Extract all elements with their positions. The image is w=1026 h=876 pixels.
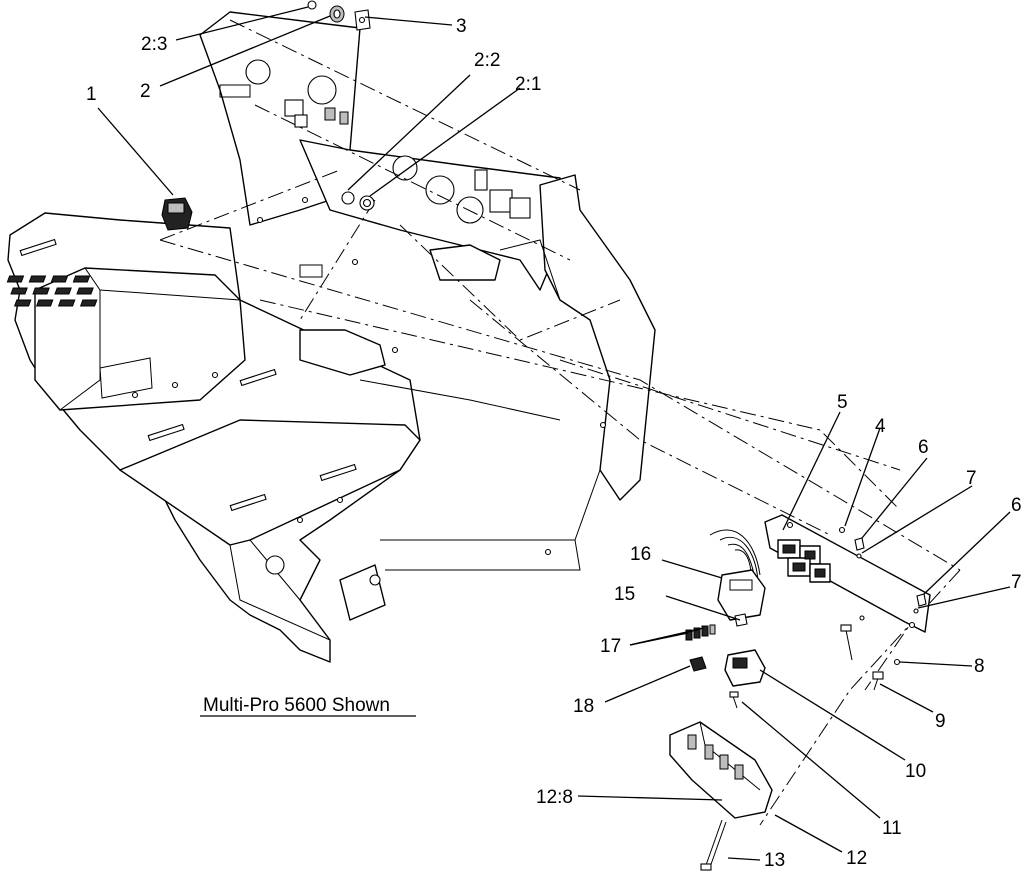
console-connector-plate	[429, 244, 501, 281]
callout-12-8: 12:8	[536, 787, 573, 808]
terminal-part-15	[734, 613, 748, 627]
washer-part-7b	[913, 608, 919, 614]
callout-4: 4	[875, 416, 886, 437]
callout-2: 2	[140, 81, 151, 102]
console-right-wing	[539, 174, 656, 501]
screw-part-6b	[916, 593, 927, 607]
console-frame	[199, 11, 656, 571]
callout-9: 9	[935, 711, 946, 732]
callout-16: 16	[630, 544, 651, 565]
cross-member	[299, 329, 386, 376]
lower-front-panel	[119, 419, 421, 546]
leader-lines	[97, 6, 1011, 861]
callout-2-1: 2:1	[515, 74, 541, 95]
screw-part-6a	[854, 537, 865, 551]
callout-18: 18	[573, 696, 594, 717]
switch-block	[777, 539, 831, 583]
callout-12: 12	[846, 848, 867, 869]
switch-panel-assembly	[669, 514, 931, 871]
callout-6a: 6	[918, 437, 929, 458]
gauge-cutouts	[245, 59, 531, 224]
callout-1: 1	[86, 84, 97, 105]
knob-part-2-3	[307, 0, 317, 10]
washer-part-7a	[856, 553, 862, 559]
callout-7b: 7	[1011, 572, 1022, 593]
callout-13: 13	[764, 850, 785, 871]
knob-part-2-2	[341, 191, 355, 205]
callout-labels: 1 2 2:1 2:2 2:3 3 4 5 6 6 7 7 8 9 10 11 …	[86, 16, 1022, 871]
callout-8: 8	[974, 656, 985, 677]
washer-part-8	[893, 658, 901, 666]
upper-hardware	[161, 0, 375, 231]
callout-11: 11	[882, 818, 902, 839]
callout-6b: 6	[1011, 495, 1022, 516]
wire-harness	[709, 529, 761, 591]
mount-bracket	[339, 564, 386, 621]
callout-5: 5	[837, 392, 848, 413]
callout-2-2: 2:2	[474, 50, 500, 71]
callout-10: 10	[905, 761, 926, 782]
callout-17: 17	[600, 636, 621, 657]
callout-15: 15	[614, 584, 635, 605]
callout-3: 3	[456, 16, 467, 37]
vent-grille	[6, 275, 98, 307]
plug-part-18	[689, 656, 707, 672]
bolt-part-13	[704, 819, 723, 869]
assembly-centerlines	[159, 19, 961, 826]
switch-mount-plate	[764, 514, 931, 633]
diagram-caption: Multi-Pro 5600 Shown	[203, 695, 390, 716]
caution-decal	[99, 357, 153, 399]
screw-part-9	[873, 677, 879, 691]
seat-base-frame	[6, 212, 421, 663]
nut-part-4	[838, 526, 846, 534]
callout-2-3: 2:3	[141, 34, 167, 55]
panel-slots	[19, 238, 357, 524]
screw-part-11	[732, 695, 738, 709]
callout-7a: 7	[966, 468, 977, 489]
terminals-part-17	[685, 624, 716, 641]
console-dash-panel	[299, 139, 566, 291]
fuse-block-part-12	[669, 721, 773, 819]
connector-part-16	[717, 569, 766, 621]
